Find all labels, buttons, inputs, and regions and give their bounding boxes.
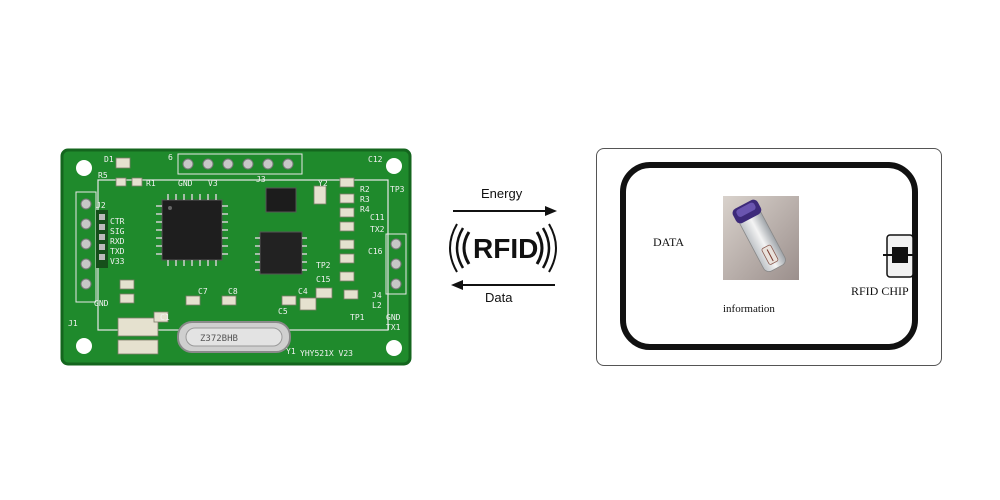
card-info-label: information (723, 303, 775, 315)
label-c12: C12 (368, 155, 383, 164)
label-l2: L2 (372, 301, 382, 310)
j2-connector (96, 210, 108, 268)
rfid-logo-icon (449, 223, 557, 273)
label-j3: J3 (256, 175, 266, 184)
label-rxd: RXD (110, 237, 125, 246)
card-photo (723, 196, 799, 280)
mount-hole-bl (76, 338, 92, 354)
pcb-board: D1 R5 R1 6 GND V3 J3 C12 TP3 Y2 R2 R3 R4… (60, 148, 412, 366)
label-c16: C16 (368, 247, 383, 256)
label-model: YHY521X V23 (300, 349, 353, 358)
label-c15: C15 (316, 275, 331, 284)
label-six: 6 (168, 153, 173, 162)
label-txd: TXD (110, 247, 125, 256)
passive-components (115, 157, 359, 355)
label-gnd-left: GND (94, 299, 109, 308)
mcu-chip (156, 194, 228, 266)
label-r5: R5 (98, 171, 108, 180)
label-c8: C8 (228, 287, 238, 296)
label-tx1: TX1 (386, 323, 401, 332)
right-pin-header (385, 233, 407, 295)
label-tx2: TX2 (370, 225, 385, 234)
label-y2: Y2 (318, 179, 328, 188)
label-c1: C1 (160, 313, 170, 322)
label-c4: C4 (298, 287, 308, 296)
rfid-chip-module (883, 233, 917, 279)
crystal-oscillator (177, 321, 291, 353)
mount-hole-tr (386, 158, 402, 174)
label-ctr: CTR (110, 217, 125, 226)
label-r4: R4 (360, 205, 370, 214)
regulator-chip (265, 187, 297, 213)
label-c7: C7 (198, 287, 208, 296)
card-chip-label: RFID CHIP (851, 284, 909, 298)
label-c11: C11 (370, 213, 385, 222)
rfid-logo-text: RFID (473, 233, 539, 264)
label-tp1: TP1 (350, 313, 365, 322)
mount-hole-tl (76, 160, 92, 176)
label-r2: R2 (360, 185, 370, 194)
label-gnd-top: GND (178, 179, 193, 188)
label-v3: V3 (208, 179, 218, 188)
rfid-reader-module: D1 R5 R1 6 GND V3 J3 C12 TP3 Y2 R2 R3 R4… (60, 148, 412, 366)
vial-image (723, 196, 799, 280)
rfid-chip-icon (883, 234, 917, 278)
label-j4: J4 (372, 291, 382, 300)
label-crystal: Z372BHB (200, 334, 238, 344)
label-j1: J1 (68, 319, 78, 328)
top-pin-header (177, 153, 303, 175)
label-d1: D1 (104, 155, 114, 164)
label-tp2: TP2 (316, 261, 331, 270)
label-v33: V33 (110, 257, 125, 266)
label-sig: SIG (110, 227, 125, 236)
arrows-and-logo (449, 206, 557, 290)
card-data-label: DATA (653, 235, 685, 249)
silkscreen-labels: D1 R5 R1 6 GND V3 J3 C12 TP3 Y2 R2 R3 R4… (68, 153, 405, 358)
mount-hole-br (386, 340, 402, 356)
label-j2: J2 (96, 201, 106, 210)
energy-label: Energy (481, 186, 523, 201)
data-arrow-icon (451, 280, 555, 290)
rf-chip (255, 231, 307, 275)
communication-diagram: Energy RFID Data (445, 180, 565, 310)
label-gnd-right: GND (386, 313, 401, 322)
label-c5: C5 (278, 307, 288, 316)
label-tp3: TP3 (390, 185, 405, 194)
label-r1: R1 (146, 179, 156, 188)
energy-arrow-icon (453, 206, 557, 216)
label-r3: R3 (360, 195, 370, 204)
data-label: Data (485, 290, 513, 305)
label-y1: Y1 (286, 347, 296, 356)
